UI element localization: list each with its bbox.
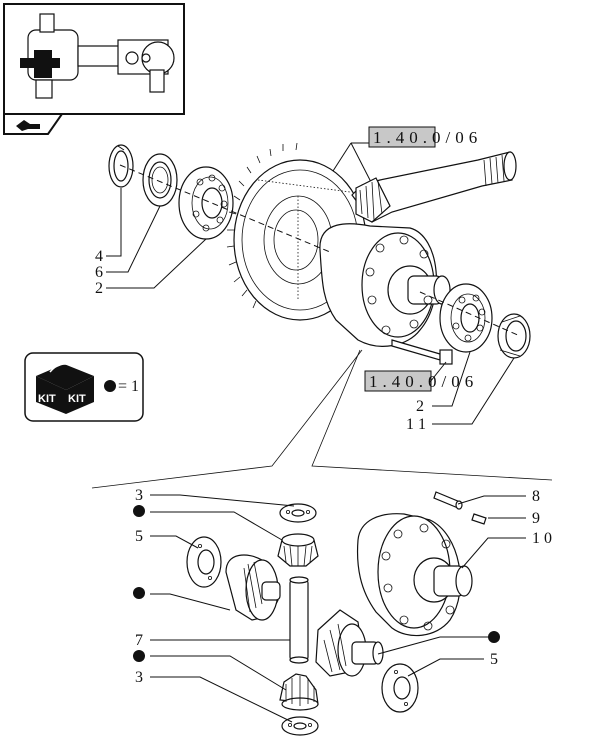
planet-gear-bottom [279, 673, 319, 711]
pin-part-8 [433, 491, 463, 510]
bearing-part-2-right [439, 283, 493, 353]
bolt [391, 339, 453, 365]
kit-marker-4 [488, 631, 500, 643]
callout-3a[interactable]: 3 [135, 487, 143, 504]
reference-top-label[interactable]: 1.40.0/06 [373, 128, 482, 147]
callout-6[interactable]: 6 [95, 264, 103, 281]
cross-pin-part-7 [289, 576, 309, 664]
side-gear-right [315, 609, 384, 677]
callout-4[interactable]: 4 [95, 248, 103, 265]
pinion-shaft [351, 151, 517, 223]
differential-case-upper [319, 223, 451, 347]
kit-icon-text-1: KIT [38, 393, 56, 405]
nav-tab[interactable] [3, 113, 64, 135]
callout-9[interactable]: 9 [532, 510, 540, 527]
differential-case-part-10 [356, 513, 473, 637]
pin-part-9 [471, 513, 487, 525]
callout-2b[interactable]: 2 [416, 398, 424, 415]
kit-marker-2 [133, 587, 145, 599]
callout-11[interactable]: 1 1 [406, 416, 426, 433]
reference-mid-label[interactable]: 1.40.0/06 [369, 372, 478, 391]
callout-2a[interactable]: 2 [95, 280, 103, 297]
reference-mid[interactable]: 1.40.0/06 [364, 370, 478, 392]
bearing-cup-part-11 [497, 313, 531, 359]
kit-marker-3 [133, 650, 145, 662]
callout-10[interactable]: 1 0 [532, 530, 552, 547]
kit-marker-dot [104, 380, 116, 392]
kit-icon-text-2: KIT [68, 393, 86, 405]
kit-quantity: = 1 [118, 378, 139, 395]
circlip-part-4 [108, 144, 134, 188]
callout-5a[interactable]: 5 [135, 528, 143, 545]
kit-marker-1 [133, 505, 145, 517]
thrust-washer-part-3-top [279, 503, 317, 523]
washer-part-5-right [381, 663, 419, 713]
kit-box-icon: KIT KIT [36, 363, 94, 414]
callout-8[interactable]: 8 [532, 488, 540, 505]
reference-top[interactable]: 1.40.0/06 [368, 126, 482, 148]
overview-thumbnail[interactable] [3, 3, 185, 115]
callout-5b[interactable]: 5 [490, 651, 498, 668]
callout-7[interactable]: 7 [135, 632, 143, 649]
hand-pointer-icon[interactable] [16, 120, 40, 131]
callout-3b[interactable]: 3 [135, 669, 143, 686]
washer-part-5-left [186, 536, 222, 588]
bearing-part-2-left [178, 166, 234, 240]
side-gear-left [225, 554, 281, 621]
seal-part-6 [142, 153, 178, 207]
planet-gear-top [277, 533, 319, 567]
kit-legend[interactable]: KIT KIT = 1 [24, 352, 144, 422]
